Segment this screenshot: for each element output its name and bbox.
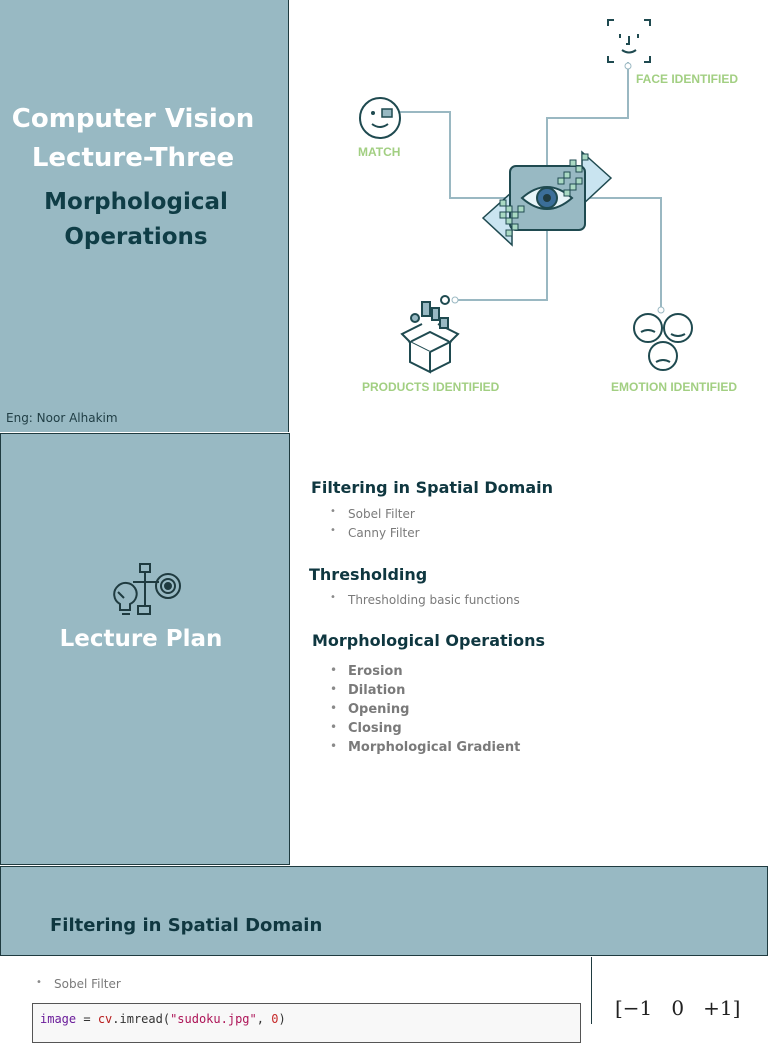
emotion-faces-icon <box>633 313 693 371</box>
plan-item-sobel: Sobel Filter <box>348 507 415 521</box>
match-face-icon <box>359 97 401 139</box>
plan-item-closing: Closing <box>348 721 402 736</box>
course-title: Computer Vision <box>11 104 255 134</box>
idea-target-icon <box>113 563 181 615</box>
emotion-connector-dot <box>657 306 665 314</box>
eye-icon <box>481 150 613 247</box>
lecture-plan-title: Lecture Plan <box>59 626 223 652</box>
section-header-band <box>0 866 768 956</box>
plan-item-erosion: Erosion <box>348 664 403 679</box>
plan-item-gradient: Morphological Gradient <box>348 740 521 755</box>
code-line: image = cv.imread("sudoku.jpg", 0) <box>40 1012 286 1026</box>
vision-diagram: FACE IDENTIFIED MATCH PRODUCTS IDENTIFIE… <box>358 19 738 394</box>
plan-heading-morphological: Morphological Operations <box>312 631 546 650</box>
code-module: cv <box>97 1012 113 1026</box>
lecture-subtitle-line1: Morphological <box>44 189 228 215</box>
lecture-number: Lecture-Three <box>31 143 235 173</box>
bullet-dot: • <box>330 525 336 536</box>
plan-panel <box>0 433 290 865</box>
face-identified-label: FACE IDENTIFIED <box>636 72 738 86</box>
sobel-bullet-label: Sobel Filter <box>54 977 121 991</box>
face-connector-dot <box>624 62 632 70</box>
code-function: .imread( <box>112 1012 171 1026</box>
emotion-identified-label: EMOTION IDENTIFIED <box>611 380 737 394</box>
products-connector <box>456 230 548 301</box>
emotion-connector <box>590 197 662 308</box>
lecture-subtitle-line2: Operations <box>64 224 208 250</box>
title-panel <box>0 0 289 432</box>
code-assign: = <box>76 1012 98 1026</box>
section-title: Filtering in Spatial Domain <box>50 915 323 936</box>
bullet-dot: • <box>330 720 338 734</box>
face-connector <box>546 62 629 165</box>
plan-heading-thresholding: Thresholding <box>309 565 428 584</box>
bullet-dot: • <box>330 682 338 696</box>
code-variable: image <box>40 1012 77 1026</box>
plan-item-opening: Opening <box>348 702 410 717</box>
products-connector-dot <box>451 296 459 304</box>
match-label: MATCH <box>358 145 400 159</box>
code-string-arg: "sudoku.jpg" <box>170 1012 257 1026</box>
code-comma: , <box>256 1012 272 1026</box>
code-number-arg: 0 <box>271 1012 279 1026</box>
bullet-dot: • <box>330 663 338 677</box>
column-divider <box>591 957 592 1024</box>
bullet-dot: • <box>330 701 338 715</box>
products-identified-label: PRODUCTS IDENTIFIED <box>362 380 500 394</box>
plan-item-threshold-basics: Thresholding basic functions <box>348 593 520 607</box>
plan-item-dilation: Dilation <box>348 683 406 698</box>
plan-heading-filtering: Filtering in Spatial Domain <box>311 478 554 497</box>
plan-content <box>290 433 768 865</box>
code-close-paren: ) <box>278 1012 286 1026</box>
bullet-dot: • <box>36 977 42 988</box>
products-box-icon <box>400 295 460 374</box>
face-scan-icon <box>607 19 651 63</box>
match-connector <box>400 111 510 199</box>
author-name: Eng: Noor Alhakim <box>6 411 118 425</box>
plan-item-canny: Canny Filter <box>348 526 420 540</box>
bullet-dot: • <box>330 592 336 603</box>
bullet-dot: • <box>330 739 338 753</box>
sobel-kernel-row: [−1 0 +1] <box>615 996 741 1020</box>
bullet-dot: • <box>330 506 336 517</box>
